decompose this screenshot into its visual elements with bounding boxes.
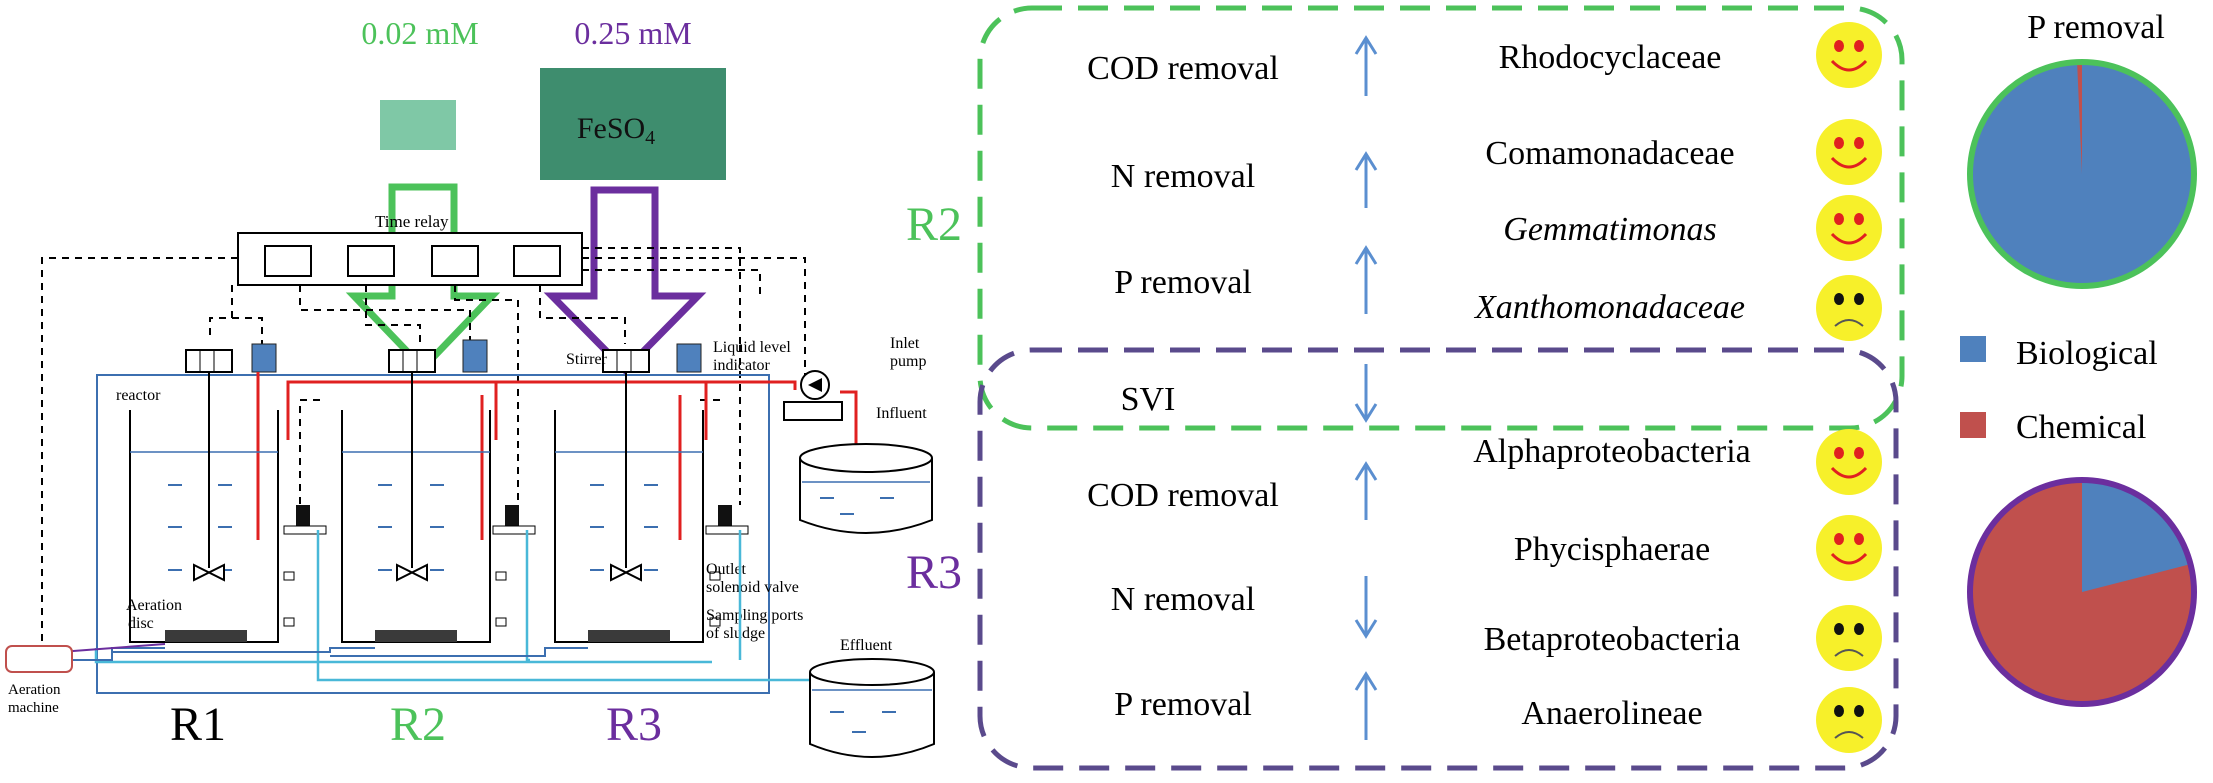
r2-param-n: N removal (1111, 158, 1255, 195)
legend-chemical-swatch (1960, 412, 1986, 438)
sampling-ports-label-2: of sludge (706, 625, 765, 642)
inlet-pump-icon (783, 370, 843, 421)
outlet-valve-label-2: solenoid valve (706, 579, 799, 596)
relay-slot (264, 245, 312, 277)
relay-slot (513, 245, 561, 277)
aeration-machine-label-1: Aeration (8, 682, 61, 698)
happy-face-icon (1816, 119, 1882, 185)
influent-tank (799, 443, 933, 534)
sampling-ports (283, 571, 721, 627)
smiley-faces (1816, 22, 1882, 753)
r3-group-label: R3 (906, 546, 962, 599)
sad-face-icon (1816, 275, 1882, 341)
r2-group-box (977, 5, 1905, 431)
arrow-up-icon (1354, 461, 1378, 520)
reactor-name-r1: R1 (170, 698, 226, 751)
aeration-machine-icon (5, 645, 73, 673)
r3-param-cod: COD removal (1087, 477, 1279, 514)
reactor-tank-r2 (341, 372, 491, 643)
effluent-tank (809, 658, 935, 758)
r3-taxon-alphaproteobacteria: Alphaproteobacteria (1473, 433, 1751, 470)
outlet-valves (283, 505, 749, 535)
arrow-down-icon (1354, 576, 1378, 639)
time-relay-label: Time relay (375, 212, 449, 231)
reactor-tank-r1 (129, 372, 279, 643)
r3-taxon-phycisphaerae: Phycisphaerae (1514, 531, 1710, 568)
pie-ring (1967, 477, 2197, 707)
legend-chemical-label: Chemical (2016, 409, 2146, 446)
feso4-sample-small (380, 100, 456, 150)
outlet-valve-label-1: Outlet (706, 561, 747, 578)
inlet-pump-label-2: pump (890, 353, 926, 370)
liquid-level-label-2: indicator (713, 357, 771, 374)
svi-label: SVI (1121, 381, 1176, 418)
legend-biological-label: Biological (2016, 335, 2158, 372)
r2-taxon-comamonadaceae: Comamonadaceae (1485, 135, 1734, 172)
inlet-pump-label-1: Inlet (890, 335, 920, 352)
aeration-disc-label-2: disc (128, 615, 154, 632)
r2-param-cod: COD removal (1087, 50, 1279, 87)
happy-face-icon (1816, 429, 1882, 495)
liquid-level-label-1: Liquid level (713, 339, 791, 356)
level-indicators (251, 339, 702, 373)
r3-dose-label: 0.25 mM (574, 15, 691, 51)
reactor-name-r3: R3 (606, 698, 662, 751)
r2-dosing-arrow (345, 183, 501, 374)
happy-face-icon (1816, 515, 1882, 581)
reactor-frame (96, 374, 770, 694)
pie-slice-chemical (2077, 62, 2082, 174)
r2-dose-label: 0.02 mM (361, 15, 478, 51)
sampling-ports-label-1: Sampling ports (706, 607, 803, 624)
r3-param-n: N removal (1111, 581, 1255, 618)
stirrer-label: Stirrer (566, 351, 608, 368)
influent-label: Influent (876, 405, 927, 422)
r2-taxon-gemmatimonas: Gemmatimonas (1503, 211, 1716, 248)
feso4-label: FeSO4 (577, 112, 655, 149)
effluent-pipes (94, 530, 866, 682)
pie-chart-r3 (1967, 477, 2197, 707)
influent-pipes (256, 372, 858, 540)
r2-taxon-xanthomonadaceae: Xanthomonadaceae (1473, 289, 1745, 326)
relay-slot (347, 245, 395, 277)
relay-slot (431, 245, 479, 277)
control-wires (41, 247, 806, 648)
happy-face-icon (1816, 195, 1882, 261)
feso4-sample-large (540, 68, 726, 180)
happy-face-icon (1816, 22, 1882, 88)
legend-biological-swatch (1960, 336, 1986, 362)
r3-taxon-anaerolineae: Anaerolineae (1521, 695, 1702, 732)
pie-chart-r2 (1967, 59, 2197, 289)
reactor-name-r2: R2 (390, 698, 446, 751)
r2-param-p: P removal (1114, 264, 1252, 301)
pie-slice-chemical (1970, 480, 2194, 705)
aeration-lines (60, 647, 588, 661)
reactor-label: reactor (116, 387, 161, 404)
r3-dosing-arrow (543, 186, 707, 375)
aeration-disc-label-1: Aeration (126, 597, 182, 614)
aeration-lines-purple (59, 643, 166, 653)
arrow-down-icon (1354, 364, 1378, 423)
sad-face-icon (1816, 687, 1882, 753)
sad-face-icon (1816, 605, 1882, 671)
arrow-up-icon (1354, 151, 1378, 208)
aeration-machine-label-2: machine (8, 700, 59, 716)
pie-title: P removal (2027, 9, 2165, 46)
reactor-tank-r3 (554, 372, 704, 643)
arrow-up-icon (1354, 35, 1378, 96)
r3-taxon-betaproteobacteria: Betaproteobacteria (1484, 621, 1741, 658)
pie-ring (1967, 59, 2197, 289)
effluent-label: Effluent (840, 637, 893, 654)
r3-param-p: P removal (1114, 686, 1252, 723)
arrow-up-icon (1354, 671, 1378, 740)
arrow-up-icon (1354, 245, 1378, 314)
r2-taxon-rhodocyclaceae: Rhodocyclaceae (1499, 39, 1722, 76)
r2-group-label: R2 (906, 198, 962, 251)
